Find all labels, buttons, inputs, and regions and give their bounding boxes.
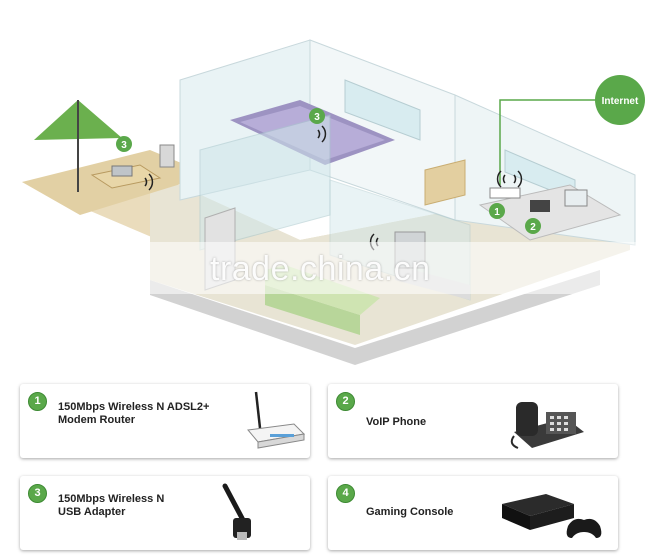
gaming-console-icon: [502, 494, 602, 538]
phone-in-scene: [530, 200, 550, 212]
internet-line: [499, 99, 598, 185]
product-number: 2: [336, 392, 355, 411]
marker-3-bedroom: [309, 108, 325, 124]
marker-3-patio: [116, 136, 132, 152]
product-card-usb-adapter: 3 150Mbps Wireless N USB Adapter: [20, 476, 310, 550]
cabinet: [424, 159, 466, 206]
marker-3-patio-label: 3: [121, 140, 127, 151]
product-card-phone: 2 VoIP Phone: [328, 384, 618, 458]
laptop-patio: [111, 165, 133, 177]
marker-2-phone: [525, 218, 541, 234]
marker-1-router-label: 1: [494, 207, 500, 218]
usb-adapter-icon: [222, 483, 251, 540]
internet-label: Internet: [602, 96, 639, 107]
watermark-band: [0, 242, 647, 294]
product-label: 150Mbps Wireless N ADSL2+ Modem Router: [58, 401, 210, 426]
product-number: 1: [28, 392, 47, 411]
product-card-router: 1 150Mbps Wireless N ADSL2+ Modem Router: [20, 384, 310, 458]
chair: [159, 144, 175, 168]
router-in-scene: [489, 187, 521, 199]
product-label: VoIP Phone: [366, 416, 427, 428]
wifi-icon: [144, 125, 523, 251]
sofa: [265, 285, 360, 335]
product-card-gaming-console: 4 Gaming Console: [328, 476, 618, 550]
product-label: Gaming Console: [366, 506, 454, 518]
marker-2-phone-label: 2: [530, 222, 536, 233]
home-network-scene: Internet 3 3 1 2: [22, 39, 645, 365]
monitor-in-scene: [564, 189, 588, 207]
marker-1-router: [489, 203, 505, 219]
product-number: 4: [336, 484, 355, 503]
marker-3-bedroom-label: 3: [314, 112, 320, 123]
watermark-text: trade.china.cn: [210, 250, 431, 288]
product-number: 3: [28, 484, 47, 503]
phone-icon: [510, 402, 584, 449]
window: [344, 79, 421, 141]
router-icon: [247, 391, 306, 449]
internet-badge: [595, 75, 645, 125]
floor-base: [150, 270, 600, 365]
product-label: 150Mbps Wireless N USB Adapter: [58, 493, 165, 518]
